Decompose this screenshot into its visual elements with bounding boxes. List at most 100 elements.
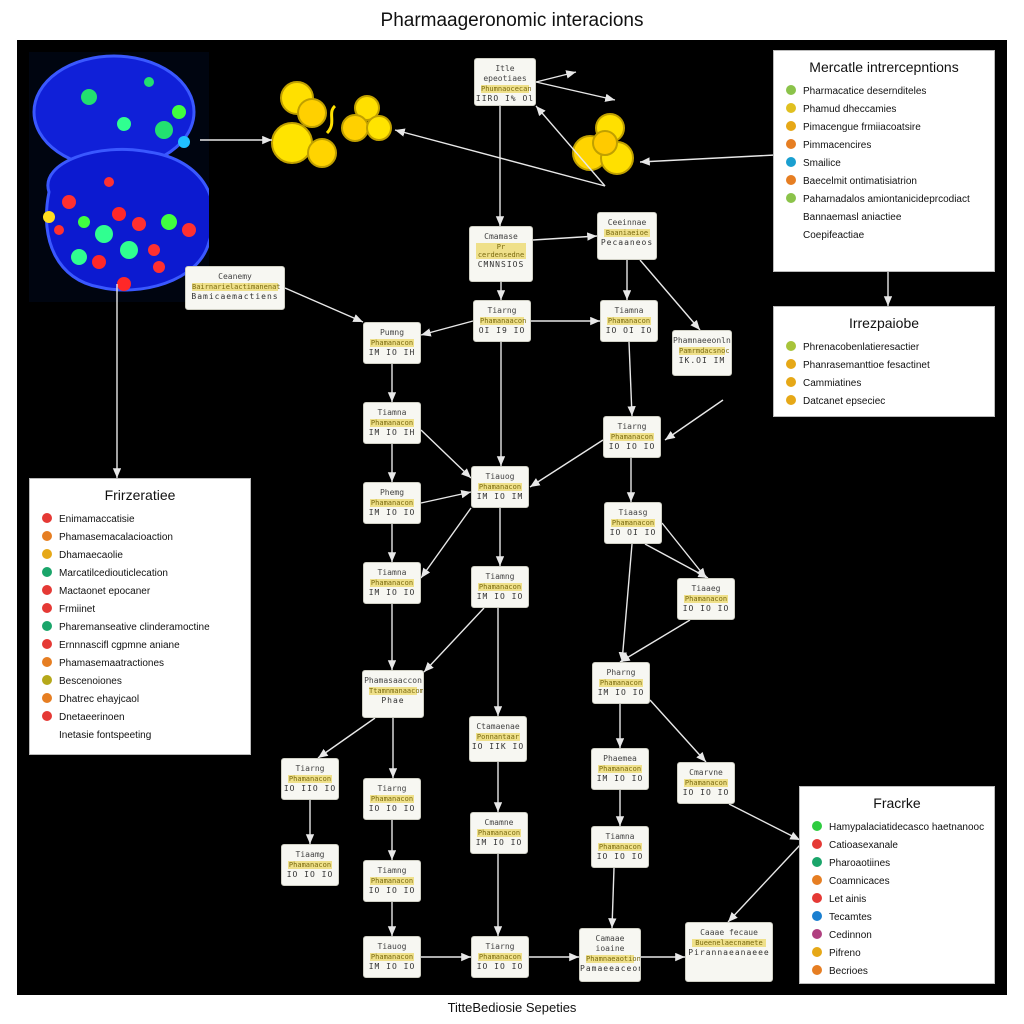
- node-text-l2: Phamanacon: [607, 317, 651, 325]
- node-text-l1: Phamnaeeonlng: [673, 336, 732, 345]
- connection-arrow: [727, 844, 801, 923]
- node-text-l3: IO IO IO: [476, 962, 524, 971]
- node-text-l2: Phamanacon: [370, 579, 414, 587]
- legend-item-label: Mactaonet epocaner: [59, 586, 151, 597]
- connection-arrows: [112, 70, 893, 962]
- legend-color-dot-icon: [42, 549, 52, 559]
- node-text-l1: Camaae ioaine: [595, 934, 625, 953]
- yellow-molecule-cluster-right: [572, 113, 634, 175]
- node-text-l1: Tiamna: [377, 408, 407, 417]
- legend-color-dot-icon: [42, 621, 52, 631]
- legend-item: Smailice: [786, 155, 982, 173]
- connection-arrow: [639, 154, 776, 166]
- legend-color-dot-icon: [812, 821, 822, 831]
- legend-title: Irrezpaiobe: [848, 315, 920, 331]
- node-text-l3: IM IO IO: [368, 588, 416, 597]
- legend-item: Pharemanseative clinderamoctine: [42, 619, 238, 637]
- legend-item: Becrioes: [812, 963, 982, 981]
- connection-arrow: [529, 439, 604, 488]
- node-text-l1: Phamasaaccon: [364, 676, 422, 685]
- node-text-l2: Bueenelaecnamete: [692, 939, 766, 947]
- node-text-l2: Phamanacon: [598, 843, 642, 851]
- diagram-title: Pharmaageronomic interacions: [380, 10, 644, 31]
- node-text-l2: Phamanacon: [598, 765, 642, 773]
- legend-item-label: Smailice: [803, 158, 841, 169]
- legend-color-dot-icon: [812, 947, 822, 957]
- legend-color-dot-icon: [786, 211, 796, 221]
- node-text-l1: Tiaasg: [618, 508, 648, 517]
- legend-item-label: Phrenacobenlatieresactier: [803, 342, 920, 353]
- legend-color-dot-icon: [42, 729, 52, 739]
- legend-color-dot-icon: [786, 85, 796, 95]
- node-text-l2: Bairnarielactimanenat: [192, 283, 281, 291]
- legend-color-dot-icon: [786, 395, 796, 405]
- connection-arrow: [661, 522, 707, 579]
- legend-item: Bescenoiones: [42, 673, 238, 691]
- legend-item: Phrenacobenlatieresactier: [786, 339, 982, 357]
- node-text-l3: IK.OI IM: [678, 356, 726, 365]
- node-text-l1: Pumng: [379, 328, 405, 337]
- legend-item: Dhamaecaolie: [42, 547, 238, 565]
- legend-color-dot-icon: [42, 513, 52, 523]
- node-text-l2: Phamanacon: [478, 583, 522, 591]
- legend-item: Coepifeactiae: [786, 227, 982, 245]
- legend-item: Datcanet epseciec: [786, 393, 982, 411]
- node-text-l2: Phamanacon: [370, 877, 414, 885]
- node-text-l2: Pr cerdensedne: [476, 243, 526, 259]
- node-text-l1: Tiaamg: [295, 850, 325, 859]
- legend-item-label: Datcanet epseciec: [803, 396, 886, 407]
- legend-item: Catioasexanale: [812, 837, 982, 855]
- connection-arrow: [619, 619, 691, 663]
- legend-item-label: Pharmacatice desernditeles: [803, 86, 927, 97]
- connection-arrow: [664, 399, 724, 441]
- node-text-l2: Phumnaocecan: [481, 85, 532, 93]
- node-text-l1: Cmamne: [484, 818, 514, 827]
- node-text-l1: Ctamaenae: [476, 722, 520, 731]
- legend-color-dot-icon: [812, 893, 822, 903]
- legend-item-label: Enimamaccatisie: [59, 514, 135, 525]
- legend-color-dot-icon: [42, 675, 52, 685]
- legend-item: Paharnadalos amiontanicideprcodiact: [786, 191, 982, 209]
- node-text-l3: IO IO IO: [608, 442, 656, 451]
- node-text-l2: Phamanacon: [370, 419, 414, 427]
- node-text-l2: Phamanacon: [478, 483, 522, 491]
- connection-arrow: [420, 490, 472, 504]
- legend-item: Cammiatines: [786, 375, 982, 393]
- node-text-l2: Phamanacon: [610, 433, 654, 441]
- node-text-l1: Tiarng: [485, 942, 515, 951]
- connection-arrow: [618, 543, 633, 663]
